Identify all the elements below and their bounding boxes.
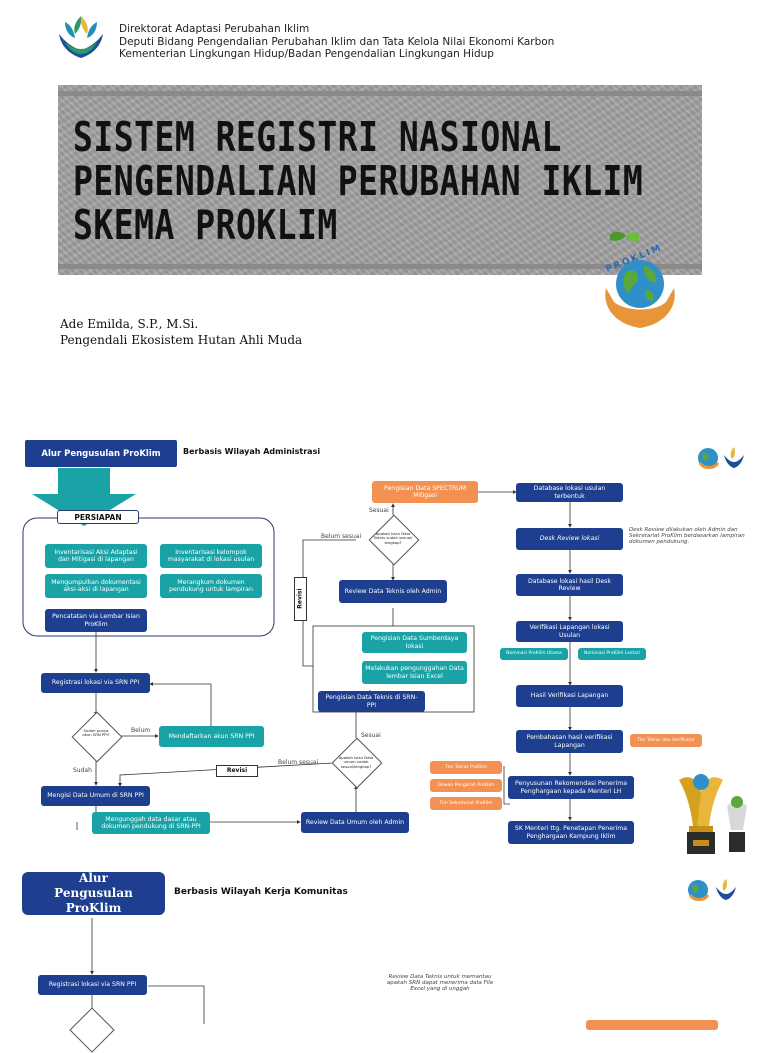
review-data-umum-box: Review Data Umum oleh Admin [301, 812, 409, 833]
flow2-orange-box [586, 1020, 718, 1030]
daftar-akun-box: Mendaftarkan akun SRN PPI [159, 726, 264, 747]
label-belum-sesuai-2: Belum sesuai [321, 533, 362, 540]
nominasi-utama-box: Nominasi ProKlim Utama [500, 648, 568, 660]
review-data-teknis-box: Review Data Teknis oleh Admin [339, 580, 447, 603]
db-usulan-box: Database lokasi usulan terbentuk [516, 483, 623, 502]
desk-review-box: Desk Review lokasi [516, 528, 623, 550]
prep-dokumentasi: Mengumpulkan dokumentasi aksi-aksi di la… [45, 574, 147, 598]
label-belum-1: Belum [131, 727, 151, 734]
flow2-title: Alur Pengusulan ProKlim [22, 871, 165, 915]
banner-title-line-2: PENGENDALIAN PERUBAHAN IKLIM [73, 156, 644, 205]
sk-menteri-box: SK Menteri ttg. Penetapan Penerima Pengh… [508, 821, 634, 844]
org-line-2: Deputi Bidang Pengendalian Perubahan Ikl… [119, 36, 555, 48]
label-belum-sesuai-1: Belum sesuai [278, 759, 319, 766]
title-banner: SISTEM REGISTRI NASIONAL PENGENDALIAN PE… [58, 85, 702, 275]
proklim-globe-logo-icon: PROKLIM [596, 228, 686, 332]
flow2-registrasi-box: Registrasi lokasi via SRN PPI [38, 975, 147, 995]
flow1-title: Alur Pengusulan ProKlim [25, 440, 177, 467]
flow2-review-note: Review Data Teknis untuk memantau apakah… [386, 974, 494, 992]
author-role: Pengendali Ekosistem Hutan Ahli Muda [60, 333, 303, 347]
nominasi-lestari-box: Nominasi ProKlim Lestari [578, 648, 646, 660]
pengisian-teknis-box: Pengisian Data Teknis di SRN-PPI [318, 691, 425, 712]
flow2-logos-icon [686, 875, 740, 903]
label-sesuai-1: Sesuai [361, 732, 381, 739]
label-sudah: Sudah [73, 767, 92, 774]
verifikasi-box: Verifikasi Lapangan lokasi Usulan [516, 621, 623, 642]
db-desk-box: Database lokasi hasil Desk Review [516, 574, 623, 596]
dewan-pengarah-box: Dewan Pengarah ProKlim [430, 779, 502, 792]
org-line-3: Kementerian Lingkungan Hidup/Badan Penge… [119, 48, 494, 60]
pembahasan-box: Pembahasan hasil verifikasi Lapangan [516, 730, 623, 753]
klh-logo-icon [55, 12, 107, 64]
decision-akun-srn-text: Sudah punya akun SRN PPI? [82, 728, 110, 738]
prep-inventarisasi-kelompok: Inventarisasi kelompok masyarakat di lok… [160, 544, 262, 568]
prep-dokumen-pendukung: Merangkum dokumen pendukung untuk lampir… [160, 574, 262, 598]
prep-inventarisasi-aksi: Inventarisasi Aksi Adaptasi dan Mitigasi… [45, 544, 147, 568]
decision-data-teknis-text: Apakah Isian Data Teknis sudah sesuai/ l… [373, 531, 413, 545]
banner-title-line-3: SKEMA PROKLIM [73, 200, 338, 249]
trophy-icon [675, 770, 755, 860]
org-line-1: Direktorat Adaptasi Perubahan Iklim [119, 23, 310, 35]
desk-review-text: Desk Review lokasi [539, 535, 600, 543]
revisi-label-2-text: Revisi [296, 588, 304, 610]
flow2-subtitle: Berbasis Wilayah Kerja Komunitas [174, 887, 348, 897]
flow1-logos-icon [696, 443, 748, 471]
unggah-dokumen-box: Mengunggah data dasar atau dokumen pendu… [92, 812, 210, 834]
tim-sekretariat-box: Tim Sekretariat ProKlim [430, 797, 502, 810]
revisi-label-2: Revisi [294, 577, 307, 621]
decision-data-umum-text: Apakah Isian Data umum sudah sesuai/leng… [338, 755, 374, 769]
label-sesuai-2: Sesuai [369, 507, 389, 514]
tim-teknis-box: Tim Teknis ProKlim [430, 761, 502, 774]
flow1-subtitle: Berbasis Wilayah Administrasi [183, 447, 321, 456]
spectrum-box: Pengisian Data SPECTRUM Mitigasi [372, 481, 478, 503]
revisi-label-1: Revisi [216, 765, 258, 777]
registrasi-box: Registrasi lokasi via SRN PPI [41, 673, 150, 693]
sumberdaya-box: Pengisian Data Sumberdaya lokasi [362, 632, 467, 653]
author-name: Ade Emilda, S.P., M.Si. [60, 317, 199, 331]
tim-teknis-verifikator-box: Tim Teknis dan Verifikator [630, 734, 702, 747]
unggah-excel-box: Melakukan pengunggahan Data lembar Isian… [362, 661, 467, 684]
mengisi-data-umum-box: Mengisi Data Umum di SRN PPI [41, 786, 150, 806]
rekomendasi-box: Penyusunan Rekomendasi Penerima Pengharg… [508, 776, 634, 799]
banner-title-line-1: SISTEM REGISTRI NASIONAL [73, 112, 562, 161]
hasil-verifikasi-box: Hasil Verifikasi Lapangan [516, 685, 623, 707]
desk-review-note: Desk Review dilakukan oleh Admin dan Sek… [629, 527, 745, 545]
pencatatan-box: Pencatatan via Lembar Isian ProKlim [45, 609, 147, 632]
persiapan-label: PERSIAPAN [57, 510, 139, 524]
